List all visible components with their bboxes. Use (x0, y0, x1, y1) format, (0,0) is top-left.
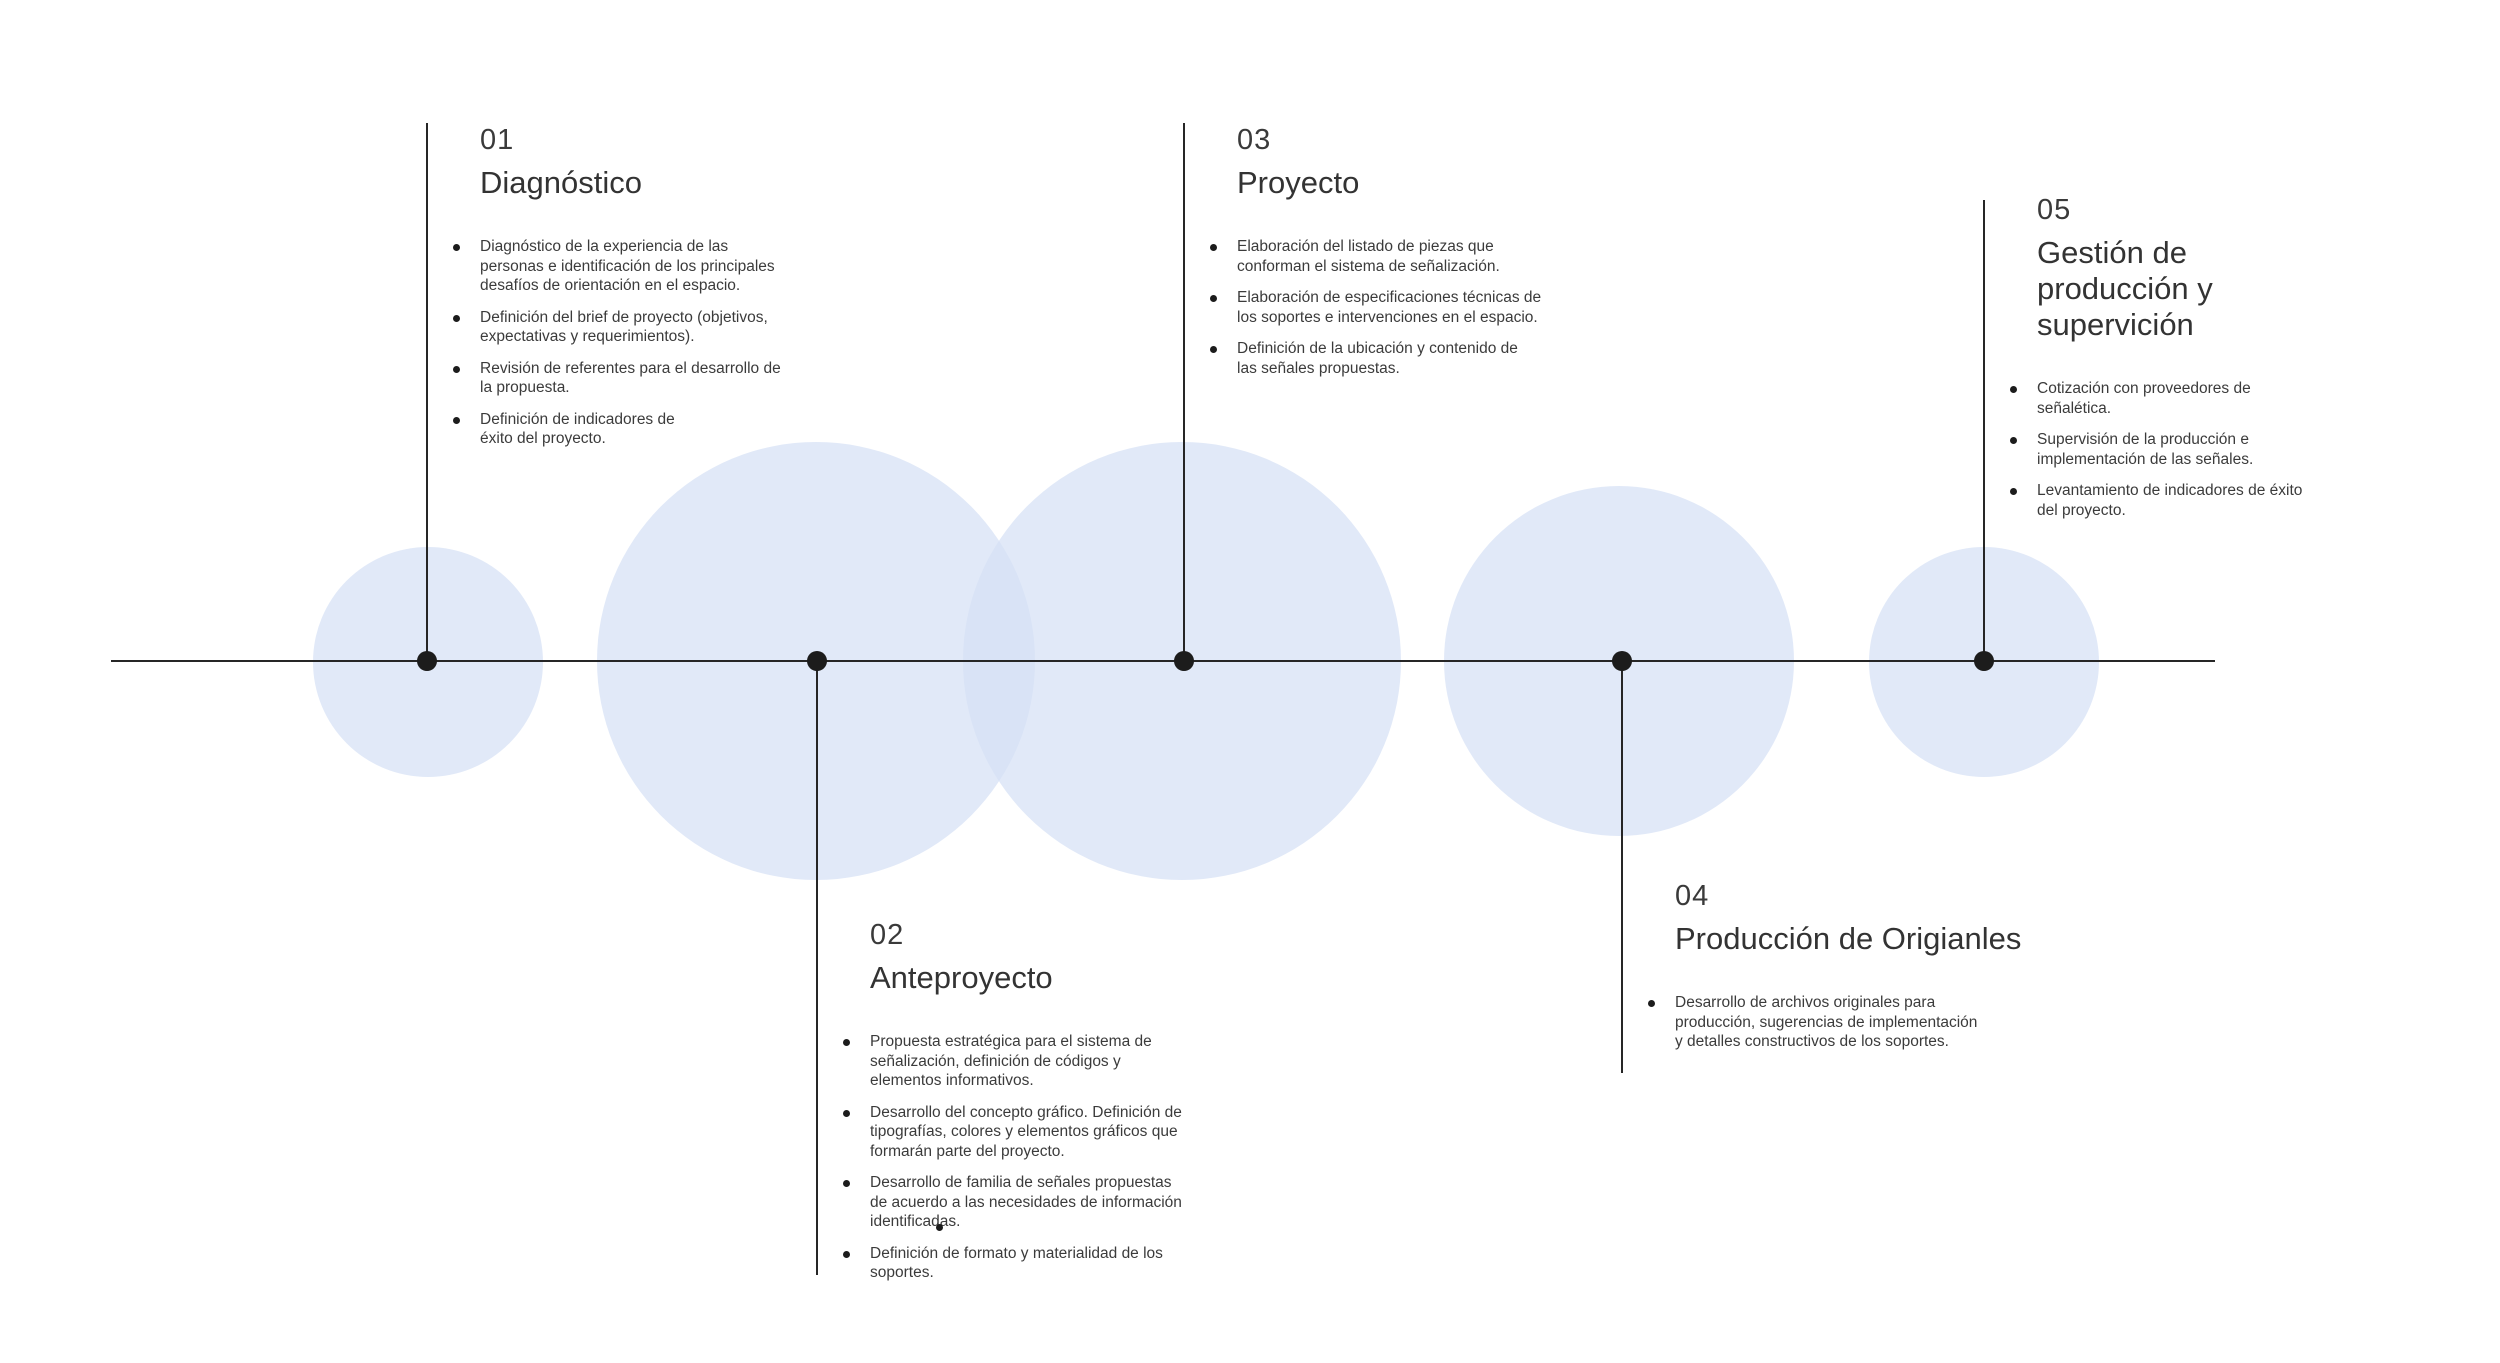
list-item: Propuesta estratégica para el sistema de… (843, 1032, 1183, 1091)
step-04-marker (1612, 651, 1632, 671)
step-number: 04 (1675, 880, 1710, 912)
list-item: Desarrollo de familia de señales propues… (843, 1173, 1190, 1232)
step-number: 05 (2037, 194, 2072, 226)
step-number: 02 (870, 919, 905, 951)
step-title: Gestión de producción y supervición (2037, 235, 2213, 342)
step-title: Producción de Origianles (1675, 921, 2022, 956)
step-03-connector (1183, 123, 1185, 661)
step-bullet-list: Desarrollo de archivos originales para p… (1648, 993, 1988, 1052)
step-bullet-list: Diagnóstico de la experiencia de las per… (453, 237, 793, 449)
step-bullet-list: Elaboración del listado de piezas que co… (1210, 237, 1550, 378)
list-item: Desarrollo de archivos originales para p… (1648, 993, 1988, 1052)
step-title: Anteproyecto (870, 960, 1053, 995)
stray-bullet-dot (936, 1224, 943, 1231)
list-item: Desarrollo del concepto gráfico. Definic… (843, 1103, 1183, 1162)
step-title: Proyecto (1237, 165, 1360, 200)
list-item: Definición de indicadores de éxito del p… (453, 410, 710, 449)
list-item: Cotización con proveedores de señalética… (2010, 379, 2297, 418)
step-02: 02 Anteproyecto Propuesta estratégica pa… (843, 918, 1203, 1295)
step-03: 03 Proyecto Elaboración del listado de p… (1210, 123, 1570, 390)
step-01-connector (426, 123, 428, 661)
step-02-marker (807, 651, 827, 671)
step-title: Diagnóstico (480, 165, 642, 200)
step-bullet-list: Propuesta estratégica para el sistema de… (843, 1032, 1183, 1283)
step-05-marker (1974, 651, 1994, 671)
step-01-marker (417, 651, 437, 671)
step-05-connector (1983, 200, 1985, 661)
list-item: Supervisión de la producción e implement… (2010, 430, 2307, 469)
list-item: Revisión de referentes para el desarroll… (453, 359, 793, 398)
step-05: 05 Gestión de producción y supervición C… (2010, 193, 2340, 532)
list-item: Definición de formato y materialidad de … (843, 1244, 1190, 1283)
step-number: 03 (1237, 124, 1272, 156)
step-04: 04 Producción de Origianles Desarrollo d… (1648, 879, 2048, 1064)
list-item: Diagnóstico de la experiencia de las per… (453, 237, 793, 296)
list-item: Levantamiento de indicadores de éxito de… (2010, 481, 2310, 520)
step-number: 01 (480, 124, 515, 156)
step-04-connector (1621, 661, 1623, 1073)
list-item: Elaboración de especificaciones técnicas… (1210, 288, 1557, 327)
list-item: Definición de la ubicación y contenido d… (1210, 339, 1537, 378)
list-item: Definición del brief de proyecto (objeti… (453, 308, 793, 347)
step-02-connector (816, 661, 818, 1275)
step-01: 01 Diagnóstico Diagnóstico de la experie… (453, 123, 813, 461)
step-03-marker (1174, 651, 1194, 671)
list-item: Elaboración del listado de piezas que co… (1210, 237, 1537, 276)
step-bullet-list: Cotización con proveedores de señalética… (2010, 379, 2310, 520)
timeline-axis (111, 660, 2215, 662)
